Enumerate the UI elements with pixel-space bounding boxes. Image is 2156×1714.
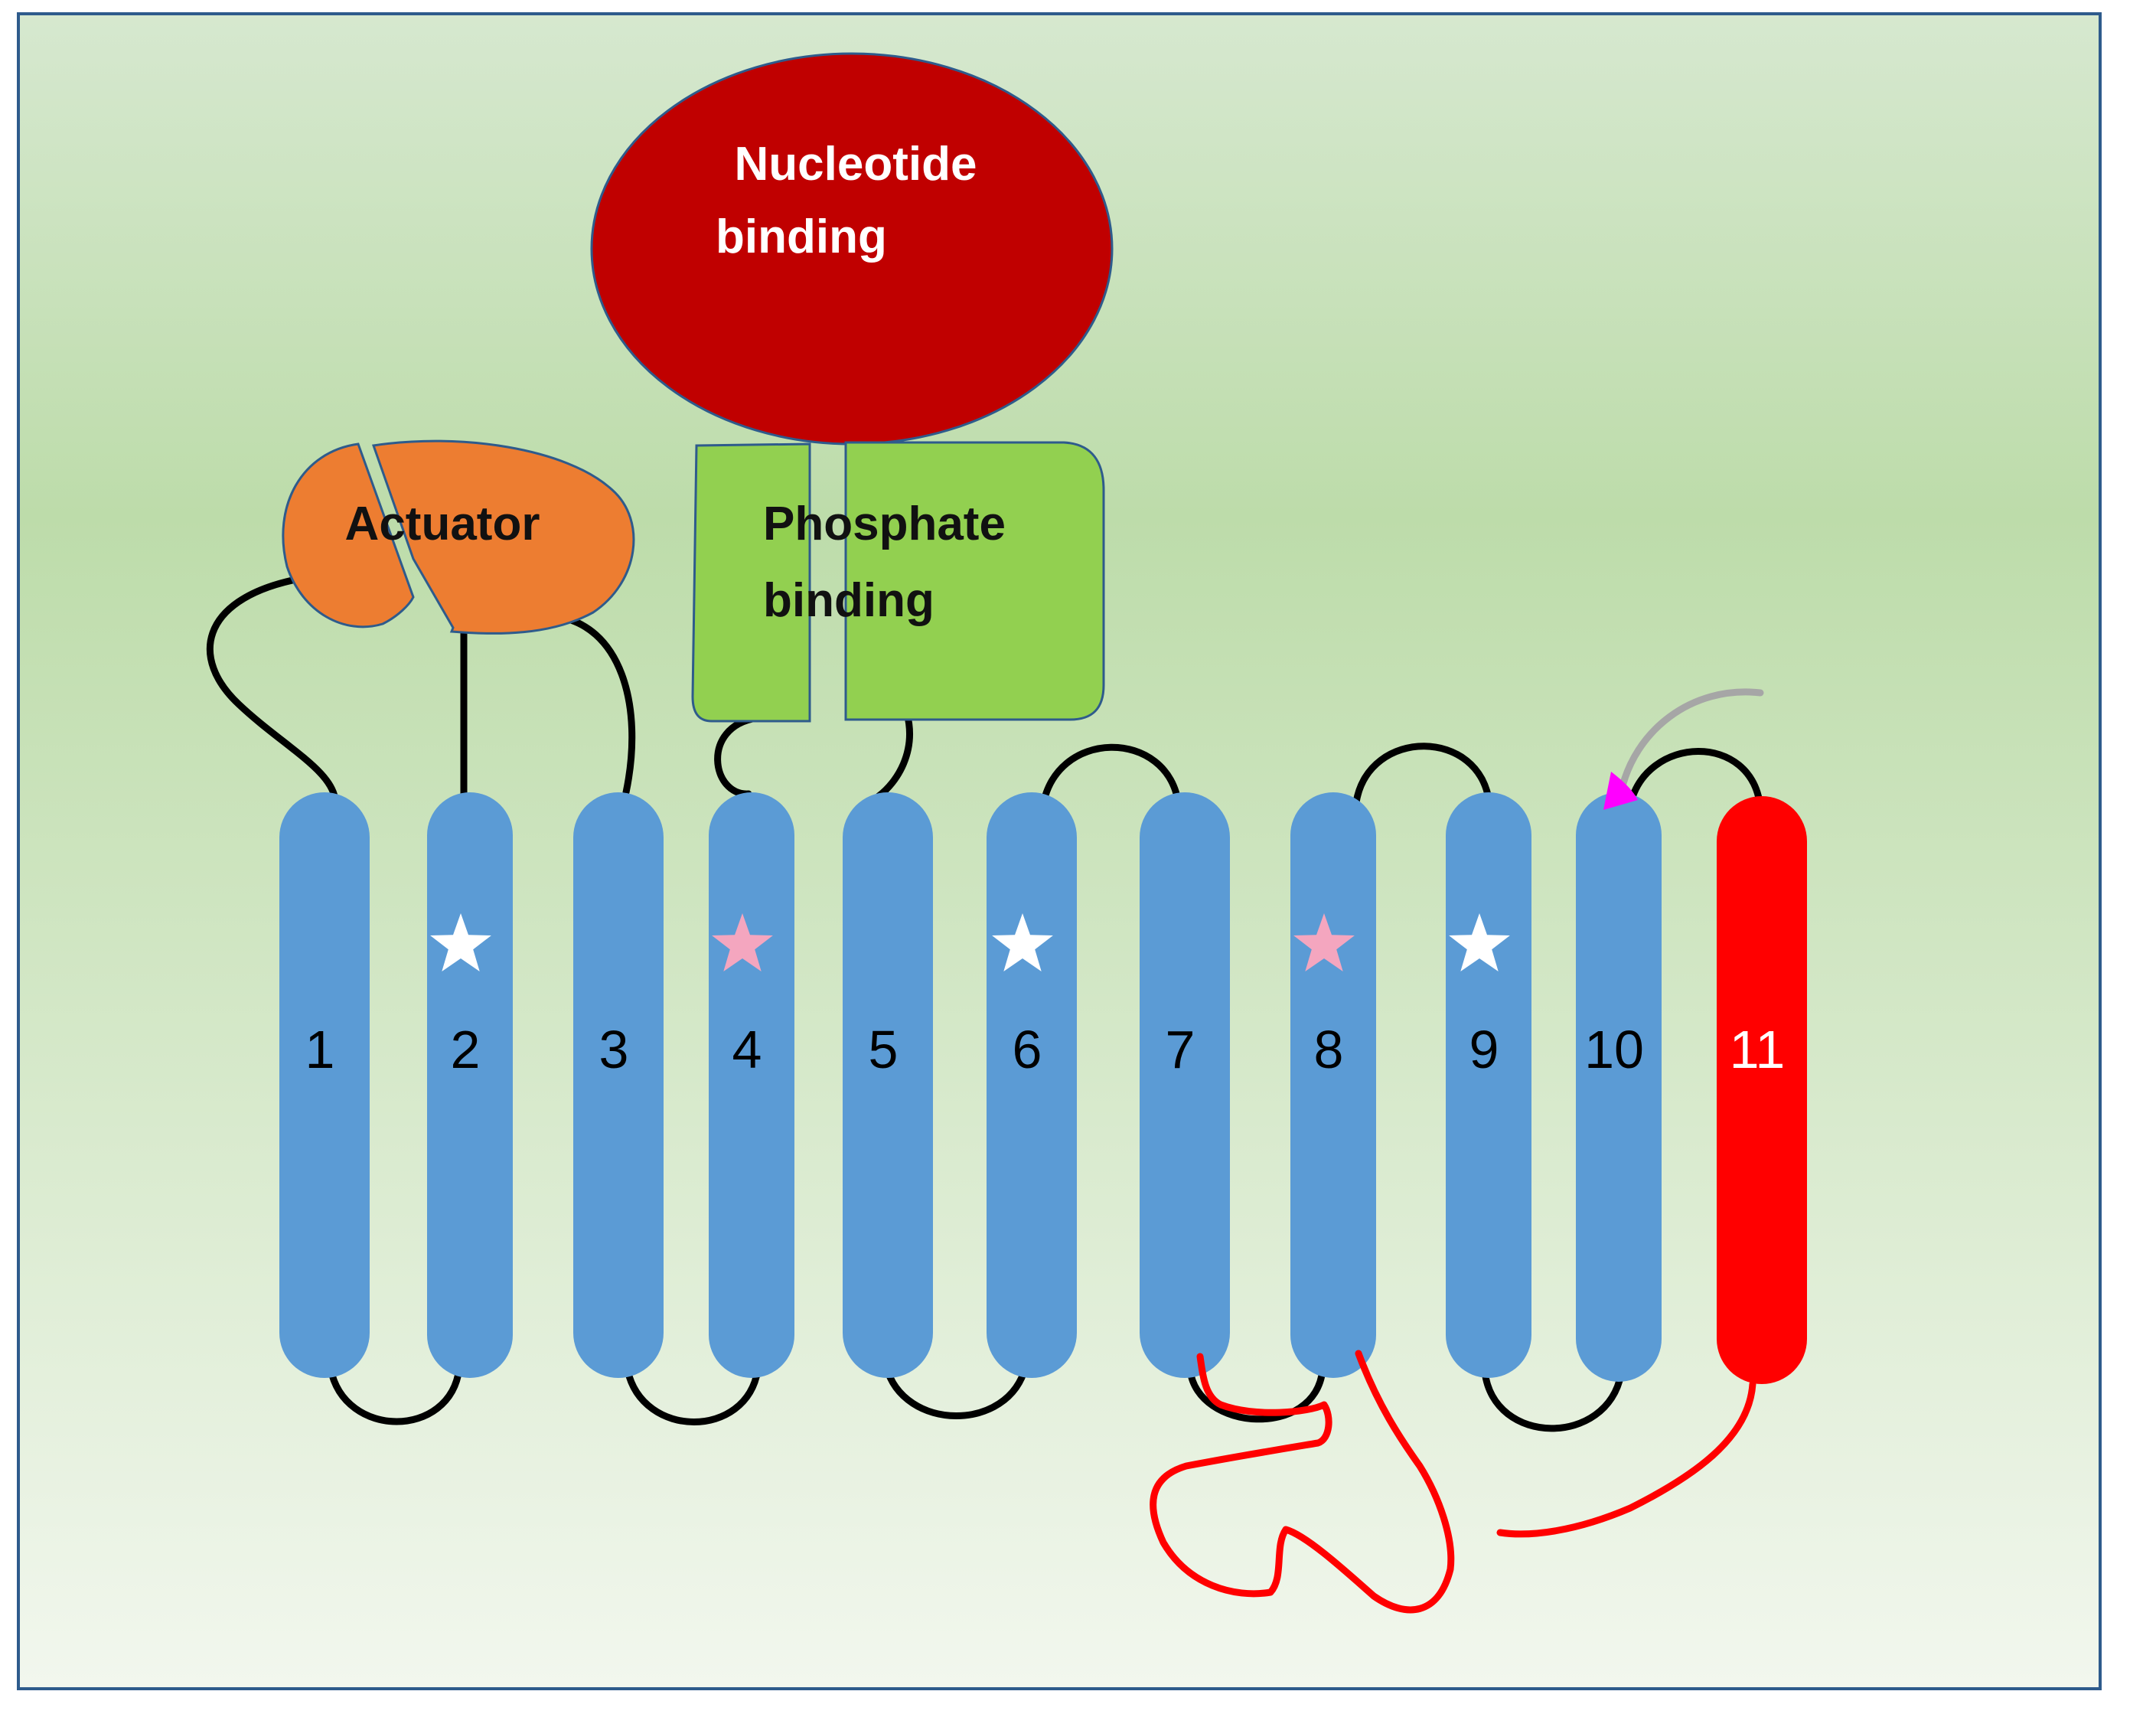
helix-1: 1	[279, 792, 370, 1378]
helix-5-label: 5	[869, 1020, 899, 1079]
loop-helix5-helix6	[882, 1363, 1029, 1419]
nucleotide-binding-domain: Nucleotide binding	[590, 52, 1114, 446]
star-icon	[1449, 913, 1510, 971]
loop-phosphate-to-helix4	[714, 714, 760, 798]
red-loop-path-1	[1150, 1350, 1455, 1614]
phosphate-binding-label-line1: Phosphate	[763, 498, 1006, 550]
helix-11: 11	[1717, 796, 1807, 1384]
helix-3-label: 3	[599, 1020, 629, 1079]
phosphate-binding-right-block	[844, 441, 1105, 721]
helix-2-body	[427, 792, 513, 1378]
loop-helix10-helix11	[1626, 748, 1764, 811]
loop-helix6-helix7	[1039, 743, 1182, 814]
star-icon	[712, 913, 773, 971]
loop-helix8-helix9	[1352, 743, 1493, 808]
helix-10: 10	[1576, 792, 1662, 1382]
connecting-loops	[207, 576, 1764, 1432]
helix-11-body	[1717, 796, 1807, 1384]
loop-actuator-to-helix3	[550, 612, 636, 796]
helix-4: 4	[709, 792, 794, 1378]
phosphate-binding-left-block	[691, 442, 811, 723]
helix-7-body	[1140, 792, 1230, 1378]
helix-9-body	[1446, 792, 1531, 1378]
star-icon	[430, 913, 491, 971]
nucleotide-binding-label-line1: Nucleotide	[735, 138, 977, 191]
phosphate-binding-label-line2: binding	[763, 574, 934, 627]
loop-helix9-helix10	[1481, 1368, 1625, 1432]
helix-8-body	[1290, 792, 1376, 1378]
helix-11-label: 11	[1730, 1020, 1786, 1079]
loop-helix7-helix8	[1186, 1366, 1326, 1423]
helix-5: 5	[843, 792, 933, 1378]
loop-phosphate-to-helix5	[875, 710, 913, 800]
helix-7: 7	[1140, 792, 1230, 1378]
actuator-label: Actuator	[345, 498, 540, 550]
helix-6-body	[987, 792, 1077, 1378]
star-icon	[992, 913, 1053, 971]
helix-3: 3	[573, 792, 664, 1378]
transmembrane-helices: 1 2 3 4 5 6 7 8 9 10 11	[279, 792, 1807, 1384]
actuator-left-lobe	[282, 442, 415, 628]
helix-3-body	[573, 792, 664, 1378]
loop-helix3-helix4	[624, 1366, 762, 1425]
helix-8-label: 8	[1314, 1020, 1344, 1079]
helix-7-label: 7	[1166, 1020, 1195, 1079]
helix-10-body	[1576, 792, 1662, 1382]
loop-helix1-helix2	[327, 1365, 463, 1425]
helix-8: 8	[1290, 792, 1376, 1378]
red-loop-c-terminus	[1496, 1380, 1756, 1538]
phosphate-binding-domain: Phosphate binding	[691, 441, 1105, 723]
nucleotide-binding-label-line2: binding	[716, 211, 887, 263]
red-loops	[1150, 1350, 1756, 1614]
helix-5-body	[843, 792, 933, 1378]
loop-actuator-to-helix1	[207, 576, 339, 809]
helix-4-label: 4	[732, 1020, 762, 1079]
helix-10-label: 10	[1584, 1020, 1644, 1079]
helix-6: 6	[987, 792, 1077, 1378]
actuator-domain: Actuator	[282, 439, 635, 635]
helix-2-label: 2	[451, 1020, 481, 1079]
magenta-marker	[1603, 772, 1638, 810]
helix-1-label: 1	[305, 1020, 335, 1079]
grey-tail	[1617, 688, 1764, 796]
helix-6-label: 6	[1013, 1020, 1042, 1079]
helix-2: 2	[427, 792, 513, 1378]
helix-9: 9	[1446, 792, 1531, 1378]
actuator-right-lobe	[371, 439, 635, 635]
helix-1-body	[279, 792, 370, 1378]
helix-4-body	[709, 792, 794, 1378]
star-icon	[1293, 913, 1355, 971]
helix-9-label: 9	[1469, 1020, 1499, 1079]
